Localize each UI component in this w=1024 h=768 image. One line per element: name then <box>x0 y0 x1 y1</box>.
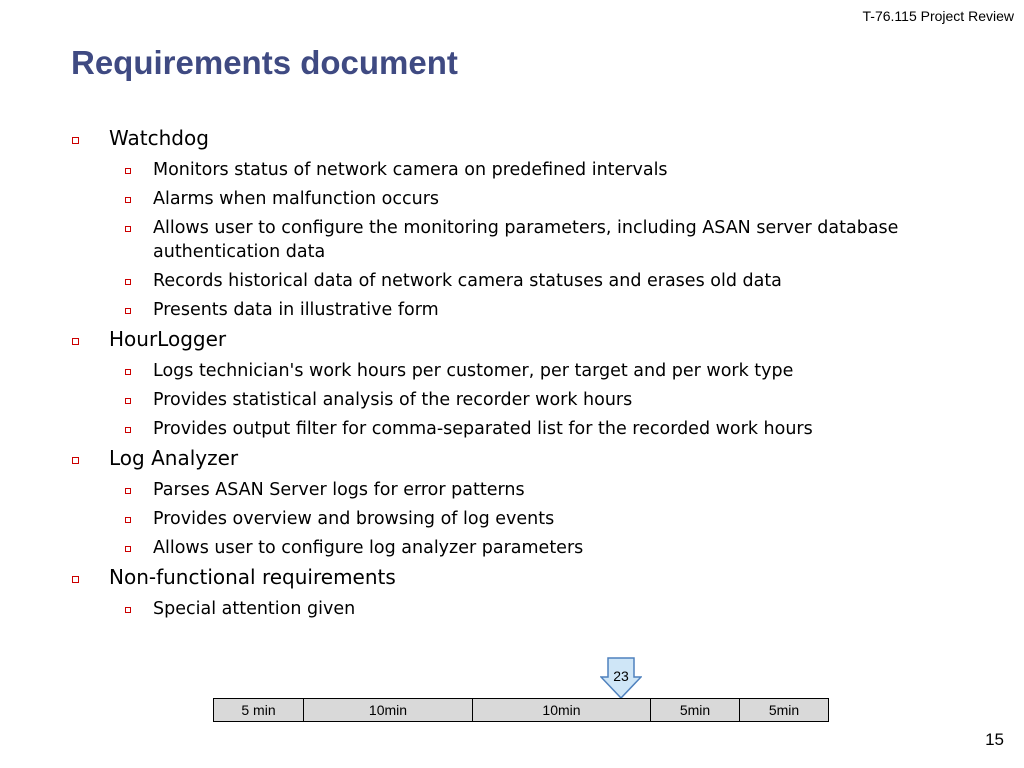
list-item-text: Logs technician's work hours per custome… <box>153 361 794 381</box>
timeline-segment: 10min <box>303 699 472 721</box>
down-arrow-icon <box>600 657 642 699</box>
list-item: Allows user to configure the monitoring … <box>70 216 990 264</box>
timeline-segment: 10min <box>472 699 650 721</box>
section-non-functional-requirements: Non-functional requirements <box>70 563 990 592</box>
square-bullet-icon <box>72 338 79 345</box>
square-bullet-icon <box>125 279 131 285</box>
square-bullet-icon <box>125 226 131 232</box>
list-item-text: Allows user to configure log analyzer pa… <box>153 538 584 558</box>
square-bullet-icon <box>125 308 131 314</box>
square-bullet-icon <box>125 369 131 375</box>
section-label: Watchdog <box>109 126 209 150</box>
square-bullet-icon <box>125 517 131 523</box>
time-schedule-bar: 5 min 10min 10min 5min 5min <box>213 698 829 722</box>
list-item: Provides statistical analysis of the rec… <box>70 388 990 412</box>
list-item-text: Alarms when malfunction occurs <box>153 189 440 209</box>
list-item-text: Parses ASAN Server logs for error patter… <box>153 480 525 500</box>
list-item: Provides output filter for comma-separat… <box>70 417 990 441</box>
square-bullet-icon <box>125 607 131 613</box>
list-item: Records historical data of network camer… <box>70 269 990 293</box>
square-bullet-icon <box>125 197 131 203</box>
list-item-text: Allows user to configure the monitoring … <box>153 218 899 262</box>
list-item-text: Provides output filter for comma-separat… <box>153 419 813 439</box>
section-log-analyzer: Log Analyzer <box>70 444 990 473</box>
list-item: Allows user to configure log analyzer pa… <box>70 536 990 560</box>
list-item: Monitors status of network camera on pre… <box>70 158 990 182</box>
list-item-text: Special attention given <box>153 599 356 619</box>
page-title: Requirements document <box>71 44 458 81</box>
section-label: HourLogger <box>109 327 227 351</box>
section-hourlogger: HourLogger <box>70 325 990 354</box>
square-bullet-icon <box>125 427 131 433</box>
list-item: Alarms when malfunction occurs <box>70 187 990 211</box>
timeline-segment: 5min <box>739 699 828 721</box>
timeline-segment: 5 min <box>214 699 303 721</box>
list-item-text: Provides overview and browsing of log ev… <box>153 509 555 529</box>
list-item-text: Monitors status of network camera on pre… <box>153 160 668 180</box>
square-bullet-icon <box>72 137 79 144</box>
section-label: Log Analyzer <box>109 446 239 470</box>
header-text: T-76.115 Project Review <box>862 8 1014 24</box>
list-item: Provides overview and browsing of log ev… <box>70 507 990 531</box>
square-bullet-icon <box>125 546 131 552</box>
square-bullet-icon <box>72 457 79 464</box>
list-item: Logs technician's work hours per custome… <box>70 359 990 383</box>
square-bullet-icon <box>125 168 131 174</box>
list-item: Presents data in illustrative form <box>70 298 990 322</box>
list-item: Parses ASAN Server logs for error patter… <box>70 478 990 502</box>
list-item-text: Presents data in illustrative form <box>153 300 439 320</box>
list-item-text: Records historical data of network camer… <box>153 271 782 291</box>
list-item: Special attention given <box>70 597 990 621</box>
square-bullet-icon <box>125 398 131 404</box>
timeline-segment: 5min <box>650 699 739 721</box>
square-bullet-icon <box>125 488 131 494</box>
page-number: 15 <box>985 730 1004 749</box>
timeline-marker-label: 23 <box>613 668 629 684</box>
slide-content: Watchdog Monitors status of network came… <box>70 124 990 621</box>
section-watchdog: Watchdog <box>70 124 990 153</box>
square-bullet-icon <box>72 576 79 583</box>
section-label: Non-functional requirements <box>109 565 396 589</box>
list-item-text: Provides statistical analysis of the rec… <box>153 390 633 410</box>
